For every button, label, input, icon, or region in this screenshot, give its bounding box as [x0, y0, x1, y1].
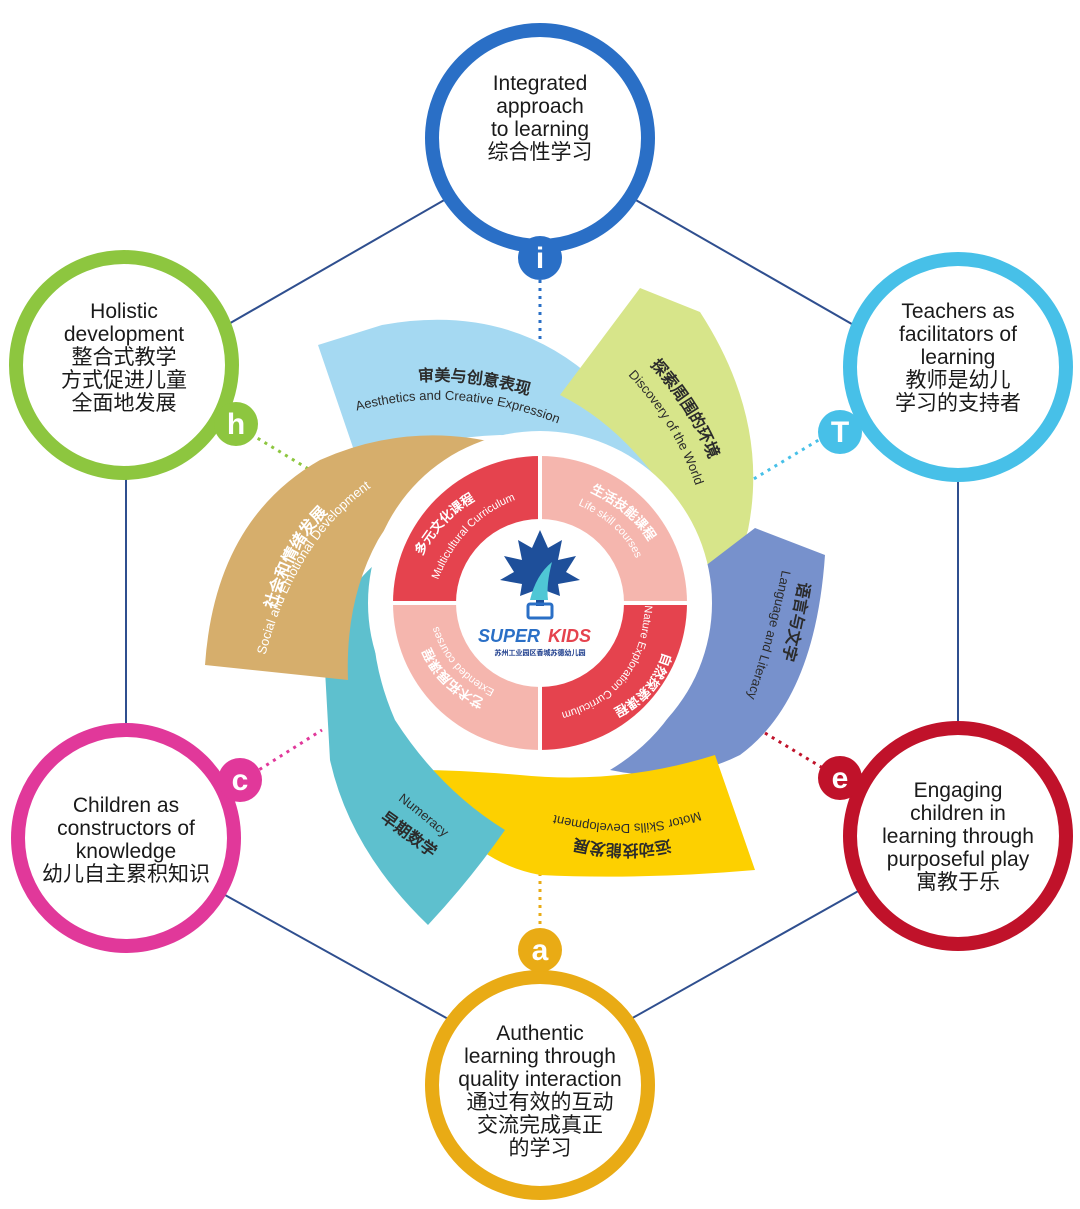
- node-letter-i: i: [536, 242, 544, 275]
- node-ring-c: [11, 723, 241, 953]
- node-line-t: facilitators of: [899, 323, 1017, 346]
- logo-main-kids: KIDS: [548, 626, 591, 646]
- node-badge-t: [818, 410, 862, 454]
- petal-aesthetics: [318, 319, 660, 510]
- node-line-t: 教师是幼儿: [906, 368, 1011, 392]
- node-letter-e: e: [832, 762, 849, 795]
- node-line-i: 综合性学习: [488, 140, 593, 164]
- dotted-connector-e: [759, 728, 837, 778]
- node-badge-i: [518, 236, 562, 280]
- logo: SUPER KIDS 苏州工业园区香城苏德幼儿园: [478, 530, 591, 657]
- node-line-a: 通过有效的互动: [467, 1090, 614, 1114]
- node-line-c: Children as: [73, 794, 179, 817]
- node-letter-c: c: [232, 764, 249, 797]
- node-line-a: quality interaction: [458, 1068, 621, 1091]
- node-line-c: 幼儿自主累积知识: [42, 862, 210, 886]
- petal-language: [610, 528, 825, 775]
- node-badge-h: [214, 402, 258, 446]
- node-line-c: constructors of: [57, 817, 195, 840]
- node-line-h: 方式促进儿童: [61, 368, 187, 392]
- node-line-a: 的学习: [509, 1136, 572, 1160]
- node-line-h: 整合式教学: [72, 345, 177, 369]
- node-line-h: development: [64, 323, 184, 346]
- petal-numeracy: [325, 560, 505, 925]
- node-badge-a: [518, 928, 562, 972]
- node-line-i: Integrated: [493, 72, 588, 95]
- dotted-connector-c: [245, 728, 323, 780]
- logo-subtitle: 苏州工业园区香城苏德幼儿园: [495, 648, 586, 657]
- node-line-h: Holistic: [90, 300, 158, 323]
- node-ring-e: [843, 721, 1073, 951]
- node-line-e: children in: [910, 802, 1006, 825]
- maple-leaf-highlight: [530, 562, 552, 600]
- node-ring-t: [843, 252, 1073, 482]
- node-line-h: 全面地发展: [72, 391, 177, 415]
- node-ring-a: [425, 970, 655, 1200]
- petal-motor: [418, 755, 755, 877]
- node-line-e: learning through: [882, 825, 1034, 848]
- node-line-e: purposeful play: [887, 848, 1030, 871]
- node-ring-h: [9, 250, 239, 480]
- node-line-i: to learning: [491, 118, 589, 141]
- node-line-t: 学习的支持者: [895, 391, 1021, 415]
- node-badge-c: [218, 758, 262, 802]
- node-line-a: 交流完成真正: [477, 1113, 603, 1137]
- node-line-a: Authentic: [496, 1022, 584, 1045]
- node-badge-e: [818, 756, 862, 800]
- node-line-t: Teachers as: [901, 300, 1014, 323]
- node-line-e: 寓教于乐: [916, 870, 1000, 894]
- node-letter-t: T: [831, 416, 849, 449]
- node-letter-h: h: [227, 408, 245, 441]
- node-letter-a: a: [532, 934, 549, 967]
- node-line-a: learning through: [464, 1045, 616, 1068]
- logo-letter-mark: [526, 602, 554, 620]
- logo-main-super: SUPER: [478, 626, 540, 646]
- node-line-i: approach: [496, 95, 584, 118]
- maple-leaf-icon: [500, 530, 580, 606]
- node-line-c: knowledge: [76, 840, 176, 863]
- petal-social: [205, 435, 505, 680]
- petal-discovery: [560, 288, 754, 600]
- node-line-e: Engaging: [914, 779, 1003, 802]
- node-line-t: learning: [921, 346, 996, 369]
